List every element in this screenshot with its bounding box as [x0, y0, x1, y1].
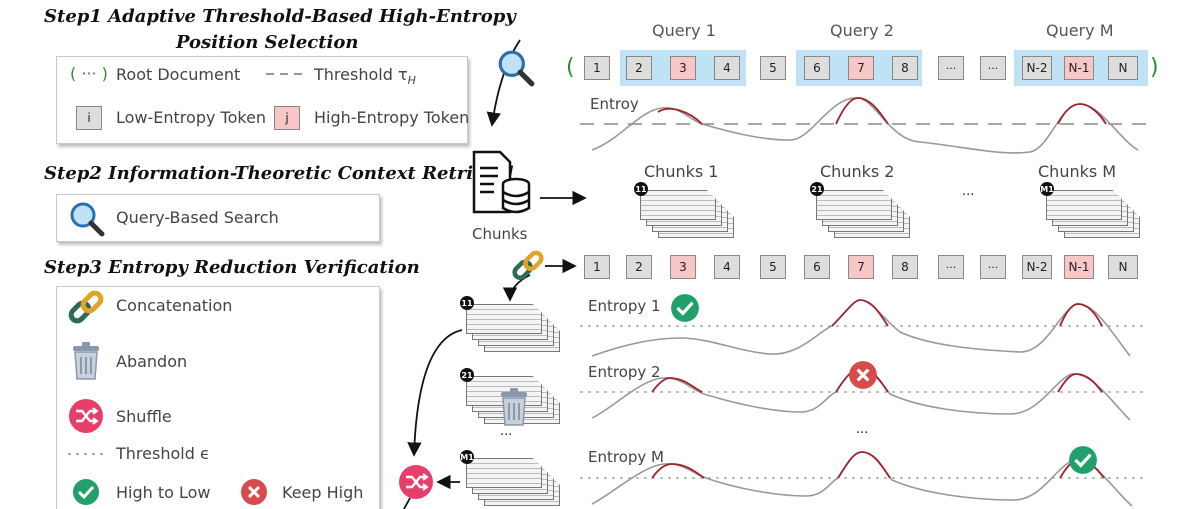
threshold-tau-sub: H	[407, 74, 416, 88]
query-search-label: Query-Based Search	[116, 208, 279, 227]
query-1-label: Query 1	[652, 21, 716, 40]
threshold-tau-text: Threshold τ	[314, 65, 408, 84]
threshold-eps-label: Threshold ϵ	[116, 444, 210, 463]
threshold-tau-label: Threshold τH	[314, 65, 416, 87]
threshold-eps-dash-icon	[68, 453, 108, 455]
concat-token: 8	[892, 255, 918, 279]
entropy-main-curve	[580, 97, 1148, 154]
root-token: N-2	[1022, 56, 1052, 80]
chunk-badge: 11	[460, 296, 474, 310]
query-magnifier-icon	[498, 50, 535, 87]
root-token: 8	[892, 56, 918, 80]
chunks-icon-label: Chunks	[472, 225, 528, 243]
root-token: 7	[848, 56, 874, 80]
threshold-dash-icon	[266, 73, 308, 75]
shuffle-icon	[69, 399, 103, 433]
concat-label: Concatenation	[116, 296, 233, 315]
high-entropy-token-sample: j	[274, 106, 300, 130]
step1-title: Step1 Adaptive Threshold-Based High-Entr…	[44, 6, 516, 27]
legend-step1	[56, 56, 468, 144]
root-token: 5	[760, 56, 786, 80]
shuffle-label: Shuffle	[116, 407, 172, 426]
high-to-low-label: High to Low	[116, 483, 211, 502]
trash-icon	[73, 342, 99, 380]
root-token: N	[1108, 56, 1138, 80]
chunk-page	[466, 304, 542, 334]
chunk-page	[466, 458, 542, 488]
high-entropy-label: High-Entropy Token	[314, 108, 470, 127]
chunk-page	[640, 190, 716, 220]
concat-token: N	[1108, 255, 1138, 279]
entropy-2-cross-icon	[849, 361, 877, 389]
query-m-label: Query M	[1046, 21, 1114, 40]
chunks-1-label: Chunks 1	[644, 162, 719, 181]
step3-title: Step3 Entropy Reduction Verification	[44, 257, 420, 278]
concat-token: N-2	[1022, 255, 1052, 279]
concat-token: 7	[848, 255, 874, 279]
chunks-database-icon	[472, 150, 531, 214]
entropy-2-label: Entropy 2	[588, 363, 661, 381]
doc-open-bracket: (	[566, 55, 575, 80]
chain-link-icon	[68, 290, 104, 324]
root-token: 6	[804, 56, 830, 80]
concat-token: ···	[980, 255, 1006, 279]
entropy-m-label: Entropy M	[588, 448, 664, 466]
concat-token: 4	[714, 255, 740, 279]
chunk-badge: M1	[1040, 182, 1054, 196]
root-token: ···	[938, 56, 964, 80]
chunk-page	[816, 190, 892, 220]
step1-title-line2: Position Selection	[176, 32, 359, 53]
cross-icon	[241, 479, 267, 505]
chunks-m-label: Chunks M	[1038, 162, 1117, 181]
concat-token: 2	[626, 255, 652, 279]
shuffle-action-icon	[399, 465, 433, 499]
root-token: 4	[714, 56, 740, 80]
chunk-badge: 21	[810, 182, 824, 196]
chunk-badge: M1	[460, 450, 474, 464]
root-token: 2	[626, 56, 652, 80]
query-2-label: Query 2	[830, 21, 894, 40]
entropy-1-check-icon	[671, 294, 699, 322]
chunk-stack-dots: ···	[500, 428, 513, 443]
legend-step2	[56, 194, 380, 242]
connector-layer	[403, 39, 587, 509]
entropy-main-label: Entroy	[590, 95, 639, 113]
root-token: ···	[980, 56, 1006, 80]
root-doc-symbol: ( ··· )	[70, 64, 108, 83]
chunk-page	[1046, 190, 1122, 220]
concat-token: 6	[804, 255, 830, 279]
entropy-m-curve	[580, 451, 1148, 507]
entropy-1-label: Entropy 1	[588, 297, 661, 315]
concat-token: 3	[670, 255, 696, 279]
chunk-badge: 21	[460, 368, 474, 382]
root-token: 3	[670, 56, 696, 80]
root-doc-label: Root Document	[116, 65, 241, 84]
chunk-badge: 11	[634, 182, 648, 196]
root-token: 1	[584, 56, 610, 80]
magnifier-icon	[70, 202, 105, 237]
abandon-trash-icon	[501, 388, 527, 426]
concat-token: N-1	[1064, 255, 1094, 279]
root-token: N-1	[1064, 56, 1094, 80]
concat-token: 1	[584, 255, 610, 279]
abandon-label: Abandon	[116, 352, 188, 371]
check-icon	[73, 479, 99, 505]
chunks-2-label: Chunks 2	[820, 162, 895, 181]
keep-high-label: Keep High	[282, 483, 364, 502]
concat-token: 5	[760, 255, 786, 279]
low-entropy-token-sample: i	[76, 106, 102, 130]
chunks-dots: ···	[962, 188, 975, 203]
concat-token: ···	[938, 255, 964, 279]
entropy-m-check-icon	[1069, 446, 1097, 474]
legend-step3	[56, 286, 380, 509]
step2-title: Step2 Information-Theoretic Context Retr…	[44, 163, 514, 184]
doc-close-bracket: )	[1150, 55, 1159, 80]
concat-chain-icon	[512, 250, 544, 280]
entropy-dots: ···	[856, 426, 869, 441]
low-entropy-label: Low-Entropy Token	[116, 108, 267, 127]
entropy-1-curve	[580, 299, 1148, 357]
